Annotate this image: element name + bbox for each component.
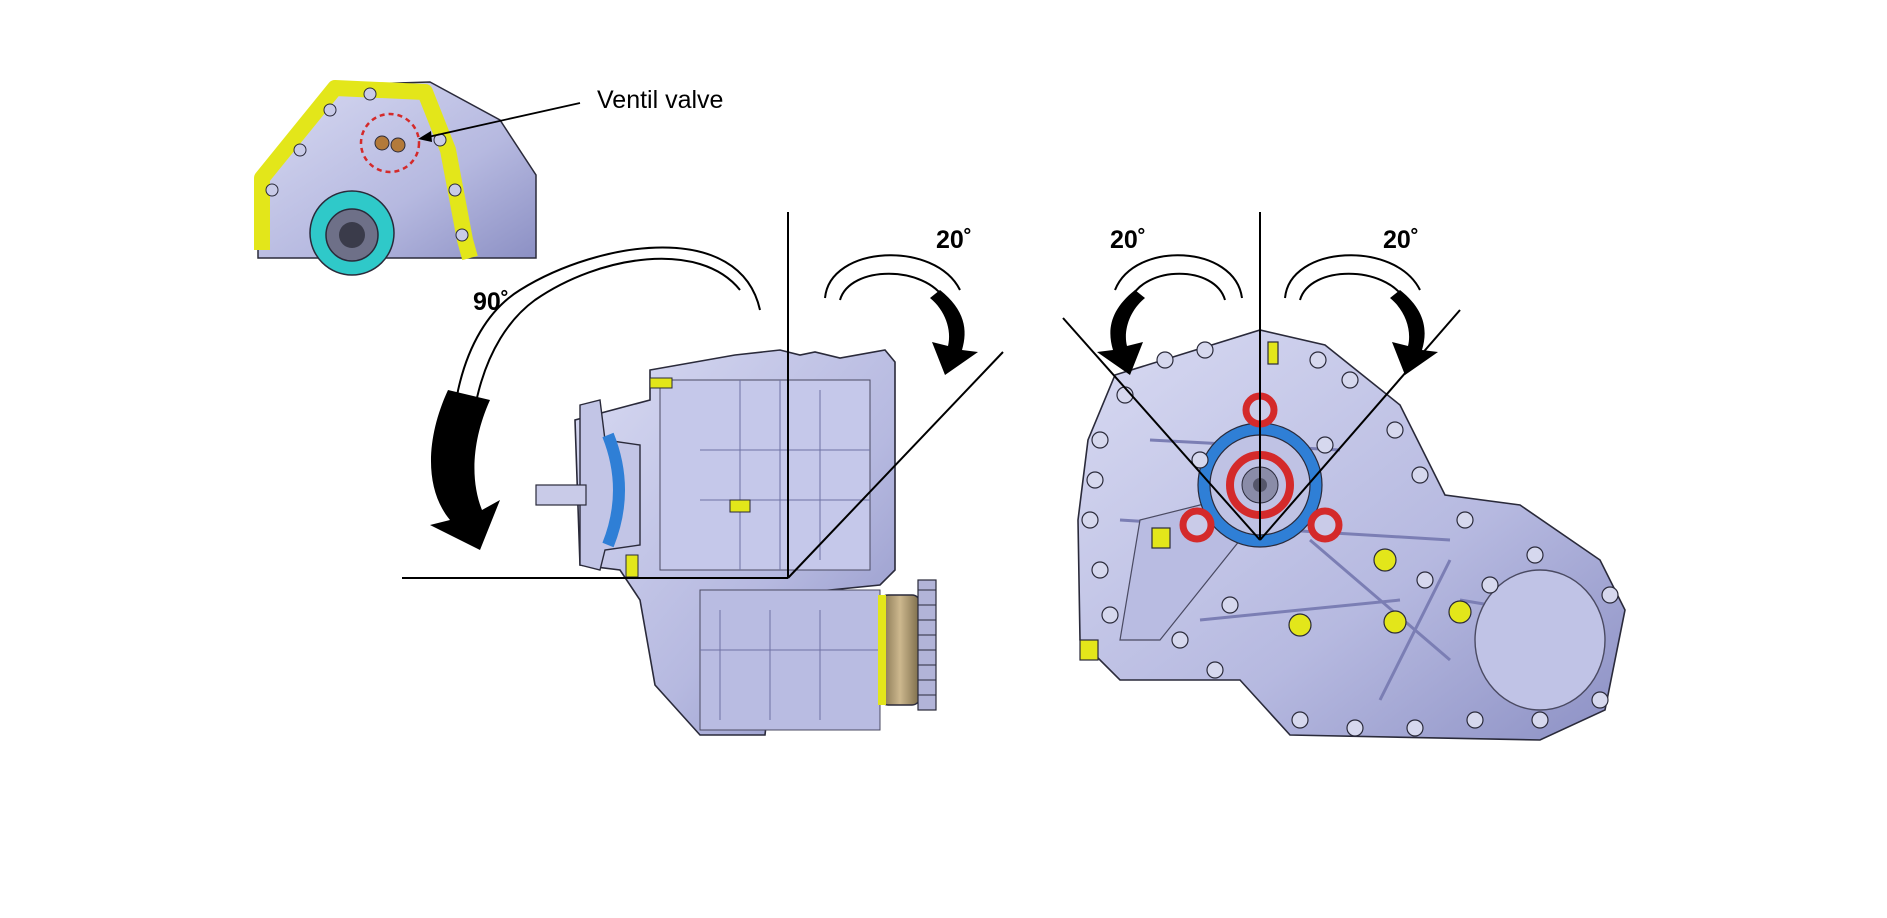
curved-arrow-icon <box>1284 254 1438 375</box>
reference-lines-side <box>402 212 1004 579</box>
transfer-case-side-view <box>535 349 937 736</box>
angle-label-20-front-right: 20˚ <box>1383 226 1420 254</box>
blue-seal <box>602 432 625 548</box>
curved-arrow-icon <box>430 246 761 550</box>
angle-label-20-side: 20˚ <box>936 226 973 254</box>
callout-leader-line <box>427 102 581 138</box>
reference-line <box>787 351 1004 579</box>
angle-label-90: 90˚ <box>473 288 510 316</box>
o-ring-group <box>1179 392 1343 543</box>
bolt-heads <box>1081 341 1619 737</box>
ventil-valve-label: Ventil valve <box>597 86 724 114</box>
curved-arrow-icon <box>824 254 978 375</box>
input-shaft <box>535 484 587 506</box>
angle-label-20-front-left: 20˚ <box>1110 226 1147 254</box>
ventil-valve-port <box>374 135 390 151</box>
reference-line <box>1259 309 1461 541</box>
inset-detail <box>254 80 581 276</box>
reference-lines-front <box>1062 212 1461 541</box>
curved-arrow-icon <box>1097 254 1243 375</box>
reference-line <box>1062 317 1261 541</box>
dashed-circle-marker <box>359 112 421 174</box>
yellow-bolts <box>1079 341 1472 661</box>
transfer-case-front-view <box>1077 329 1626 741</box>
